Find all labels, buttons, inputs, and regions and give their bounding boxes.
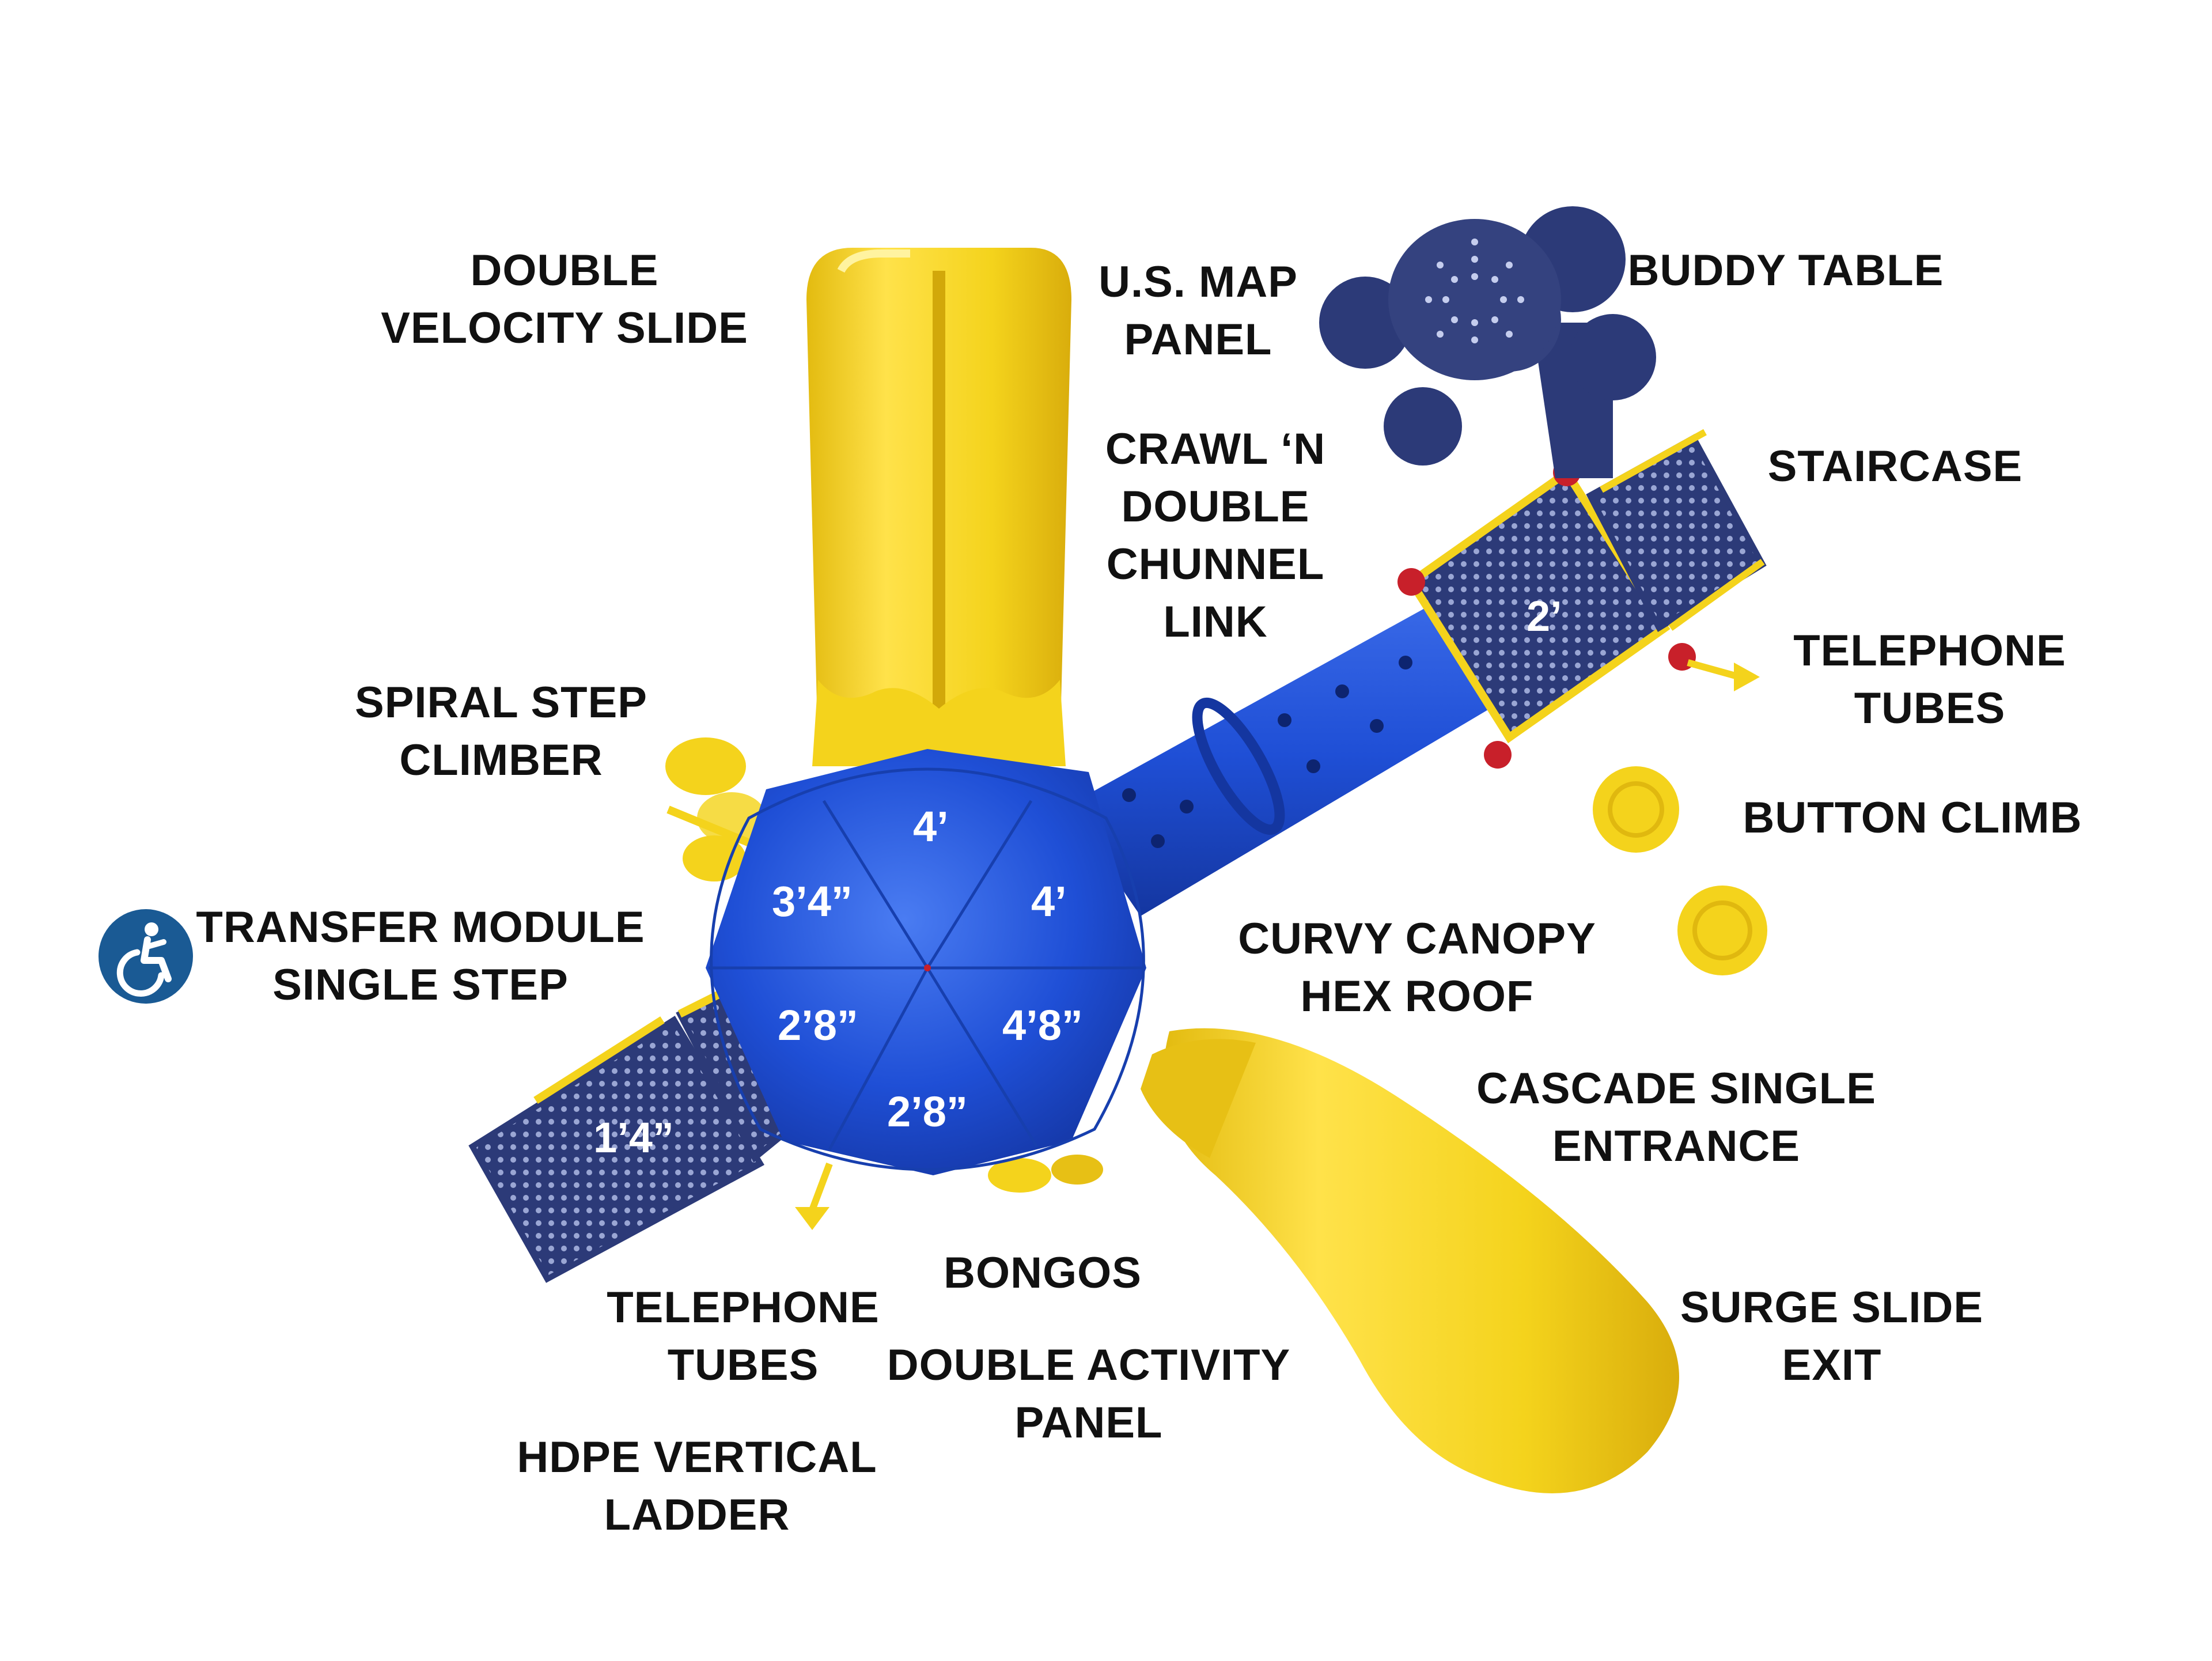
label-staircase: STAIRCASE bbox=[1767, 442, 2023, 491]
button-climb bbox=[1593, 766, 1767, 975]
label-button-climb: BUTTON CLIMB bbox=[1743, 793, 2082, 842]
label-us-map-panel: U.S. MAP PANEL bbox=[1099, 258, 1298, 364]
telephone-tube-right bbox=[1687, 659, 1760, 691]
deck-height-stair: 2’ bbox=[1527, 592, 1562, 640]
roof-height-upper-right: 4’ bbox=[1031, 877, 1067, 925]
roof-height-bottom: 2’8” bbox=[887, 1088, 968, 1136]
label-spiral-step-climber: SPIRAL STEP CLIMBER bbox=[355, 678, 647, 785]
double-velocity-slide bbox=[806, 248, 1071, 766]
label-cascade-single-entrance: CASCADE SINGLE ENTRANCE bbox=[1476, 1064, 1876, 1171]
roof-height-top: 4’ bbox=[913, 803, 949, 850]
label-telephone-tubes-right: TELEPHONE TUBES bbox=[1793, 626, 2066, 733]
roof-height-lower-left: 2’8” bbox=[778, 1001, 858, 1049]
label-bongos: BONGOS bbox=[944, 1248, 1142, 1297]
label-surge-slide-exit: SURGE SLIDE EXIT bbox=[1680, 1283, 1984, 1390]
chunnel-link-tube bbox=[1066, 593, 1509, 916]
stair-deck: 2’ bbox=[1397, 429, 1767, 769]
spiral-step-climber bbox=[665, 737, 768, 881]
label-crawl-n-double-chunnel-link: CRAWL ‘N DOUBLE CHUNNEL LINK bbox=[1105, 425, 1326, 646]
label-double-activity-panel: DOUBLE ACTIVITY PANEL bbox=[887, 1341, 1291, 1447]
surge-slide bbox=[1141, 1028, 1679, 1493]
telephone-tube-left bbox=[795, 1162, 833, 1230]
us-map-panel bbox=[1388, 219, 1561, 380]
deck-height-transfer: 1’4” bbox=[593, 1114, 674, 1161]
roof-height-upper-left: 3’4” bbox=[772, 877, 853, 925]
roof-height-lower-right: 4’8” bbox=[1002, 1001, 1083, 1049]
bongos bbox=[988, 1155, 1103, 1193]
wheelchair-accessible-icon bbox=[99, 909, 193, 1004]
label-curvy-canopy-hex-roof: CURVY CANOPY HEX ROOF bbox=[1238, 914, 1596, 1021]
label-hdpe-vertical-ladder: HDPE VERTICAL LADDER bbox=[517, 1433, 877, 1539]
hex-roof: 4’ 3’4” 4’ 2’8” 4’8” 2’8” bbox=[706, 749, 1146, 1175]
label-telephone-tubes-left: TELEPHONE TUBES bbox=[607, 1283, 880, 1390]
label-transfer-module-single-step: TRANSFER MODULE SINGLE STEP bbox=[196, 903, 645, 1009]
label-double-velocity-slide: DOUBLE VELOCITY SLIDE bbox=[381, 246, 748, 353]
label-buddy-table: BUDDY TABLE bbox=[1627, 246, 1944, 295]
